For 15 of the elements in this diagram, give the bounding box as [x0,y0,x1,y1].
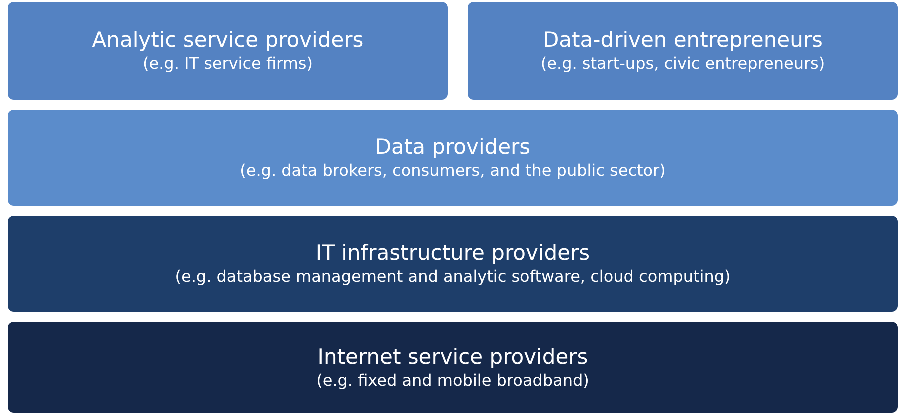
layer-title: Data providers [375,134,531,160]
layer-title: Internet service providers [318,344,588,370]
layer-box [468,2,898,100]
layer-examples: (e.g. fixed and mobile broadband) [316,370,590,392]
layer-examples: (e.g. data brokers, consumers, and the public sector) [240,160,666,182]
layer-examples: (e.g. IT service firms) [142,53,313,75]
layer-title: Data-driven entrepreneurs [543,27,823,53]
layer-box [8,2,448,100]
layer-examples: (e.g. database management and analytic software, cloud computing) [175,266,731,288]
layer-examples: (e.g. start-ups, civic entrepreneurs) [540,53,826,75]
layer-box [8,110,898,206]
layer-box [8,322,898,413]
layer-box [8,216,898,312]
layer-title: IT infrastructure providers [316,240,590,266]
layer-title: Analytic service providers [92,27,364,53]
